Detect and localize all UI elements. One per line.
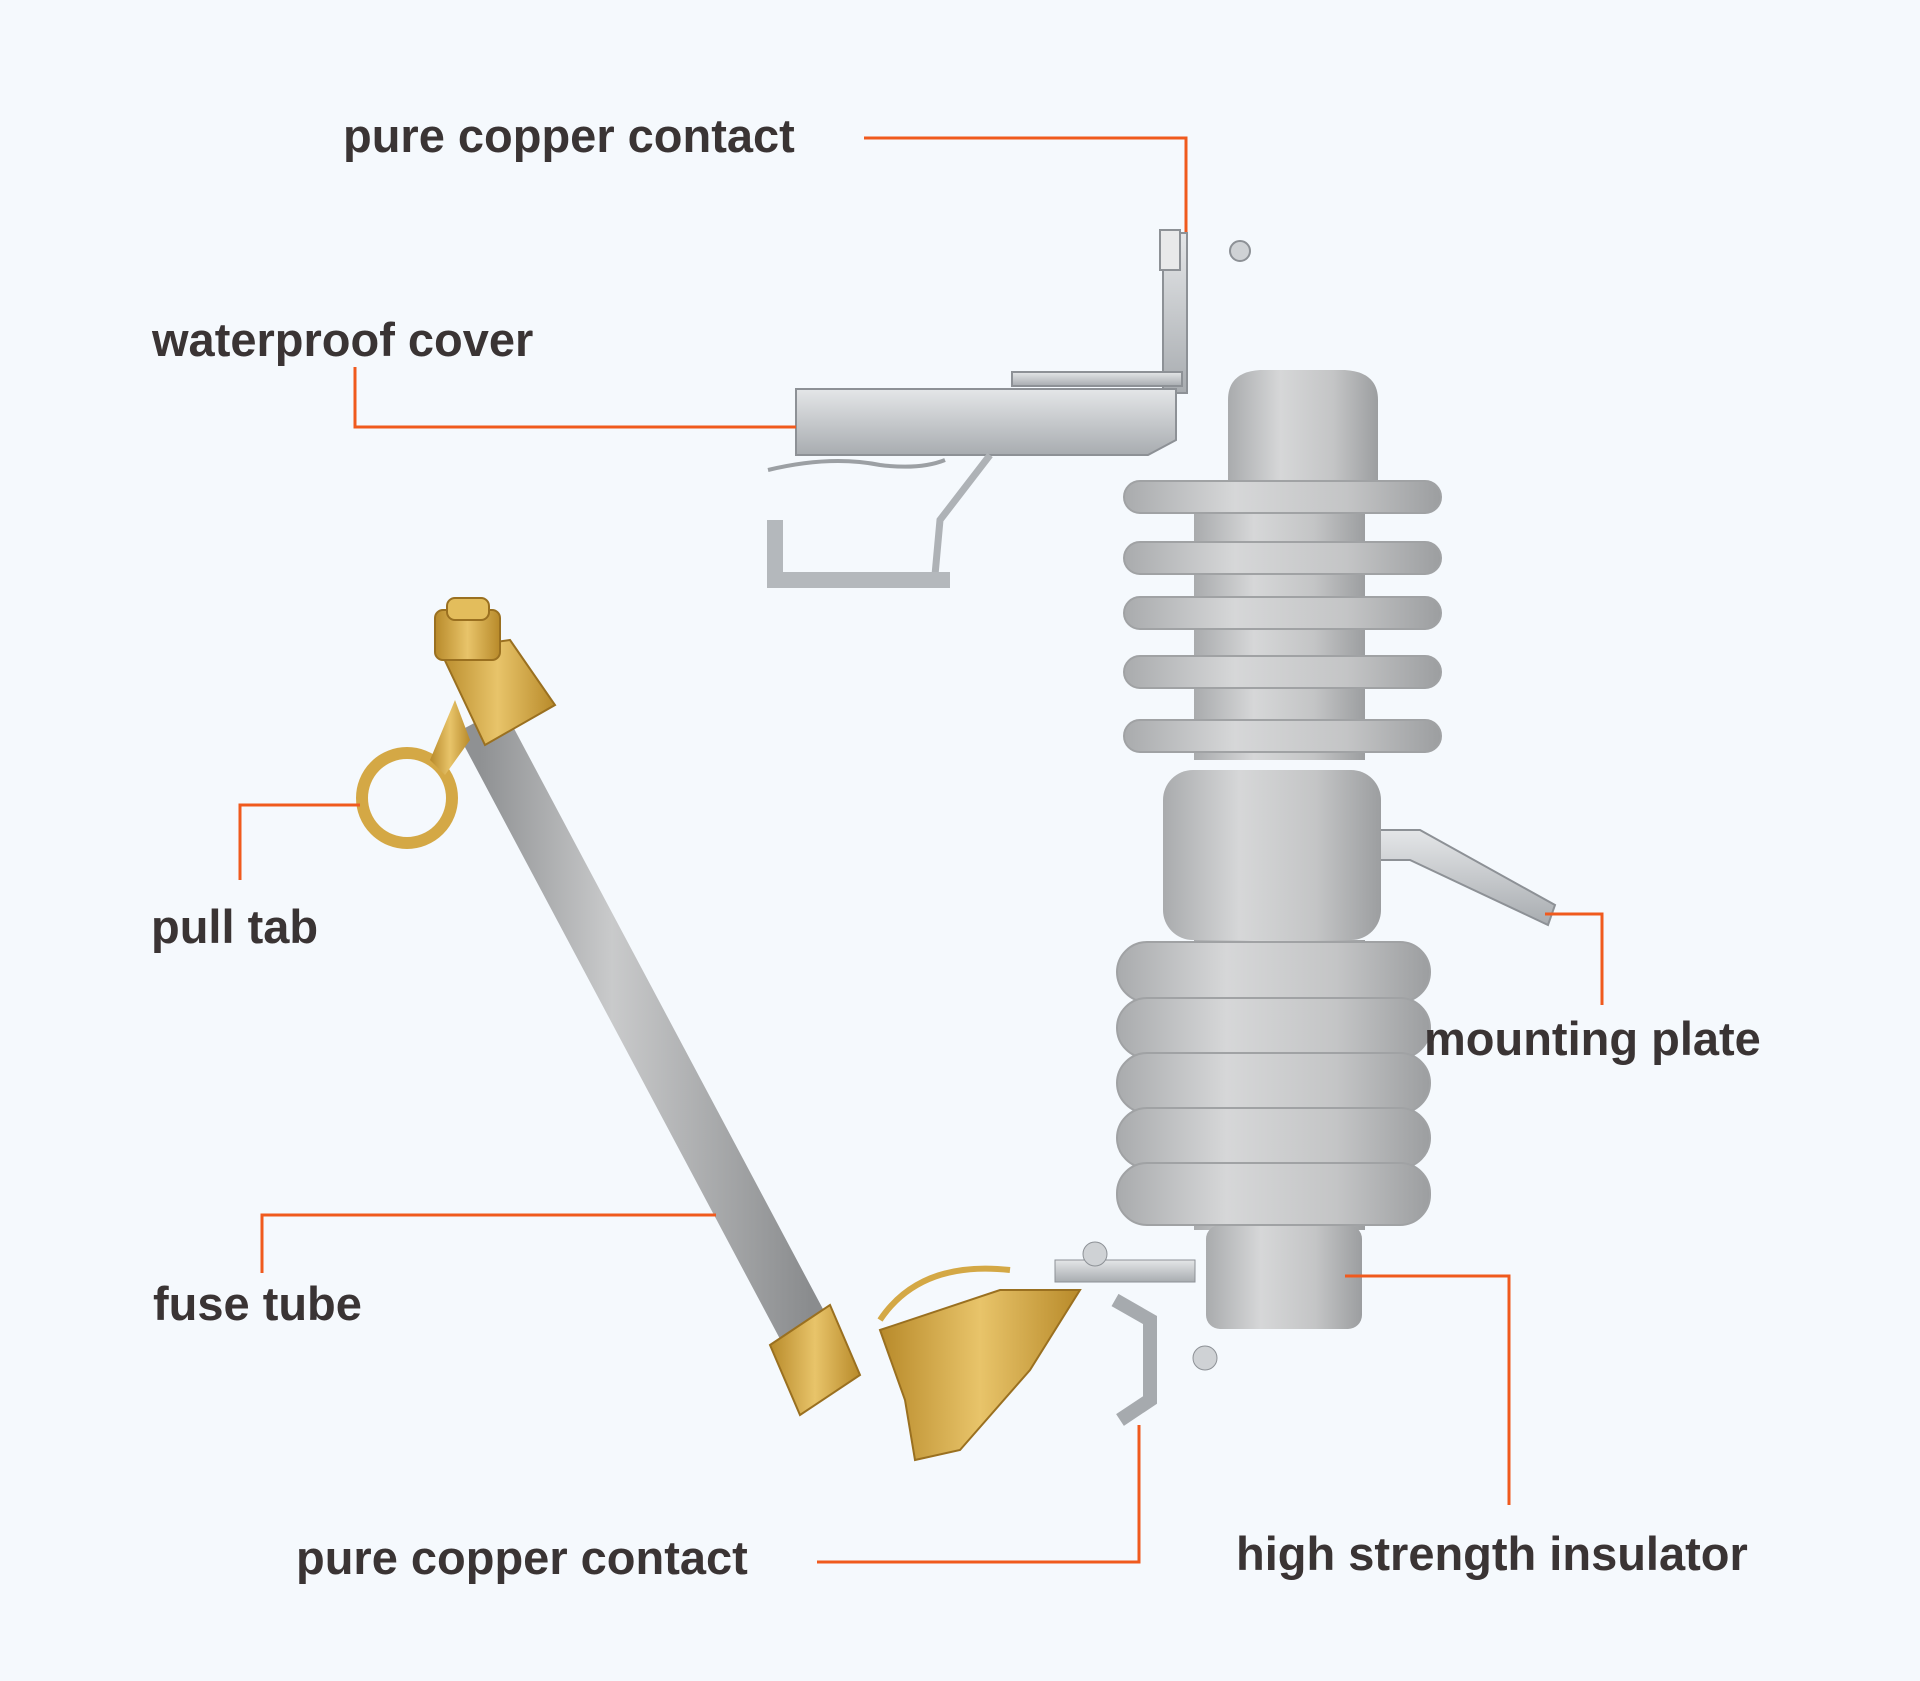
leader-pull-tab bbox=[238, 803, 360, 880]
insulator bbox=[1116, 370, 1442, 1329]
leader-bottom-contact bbox=[817, 1425, 1141, 1564]
leader-top-contact bbox=[864, 136, 1188, 232]
label-fuse-tube: fuse tube bbox=[153, 1277, 362, 1330]
label-waterproof-cover: waterproof cover bbox=[152, 313, 534, 366]
fuse-tube bbox=[356, 597, 1218, 1462]
leader-mounting-plate bbox=[1545, 912, 1604, 1005]
label-high-strength-insulator: high strength insulator bbox=[1236, 1527, 1748, 1580]
label-mounting-plate: mounting plate bbox=[1424, 1012, 1761, 1065]
label-top-copper-contact: pure copper contact bbox=[343, 109, 795, 162]
top-bracket bbox=[767, 229, 1251, 588]
label-pull-tab: pull tab bbox=[151, 900, 319, 953]
pull-ring bbox=[356, 747, 458, 849]
mounting-plate bbox=[1374, 829, 1557, 927]
leader-lines bbox=[238, 136, 1604, 1564]
label-bottom-copper-contact: pure copper contact bbox=[296, 1531, 748, 1584]
leader-insulator bbox=[1345, 1274, 1511, 1505]
waterproof-cover bbox=[795, 388, 1177, 456]
leader-waterproof-cover bbox=[353, 367, 796, 429]
bottom-brass-contact bbox=[878, 1289, 1082, 1462]
bottom-brass-cap bbox=[768, 1303, 862, 1417]
leader-fuse-tube bbox=[260, 1213, 716, 1273]
